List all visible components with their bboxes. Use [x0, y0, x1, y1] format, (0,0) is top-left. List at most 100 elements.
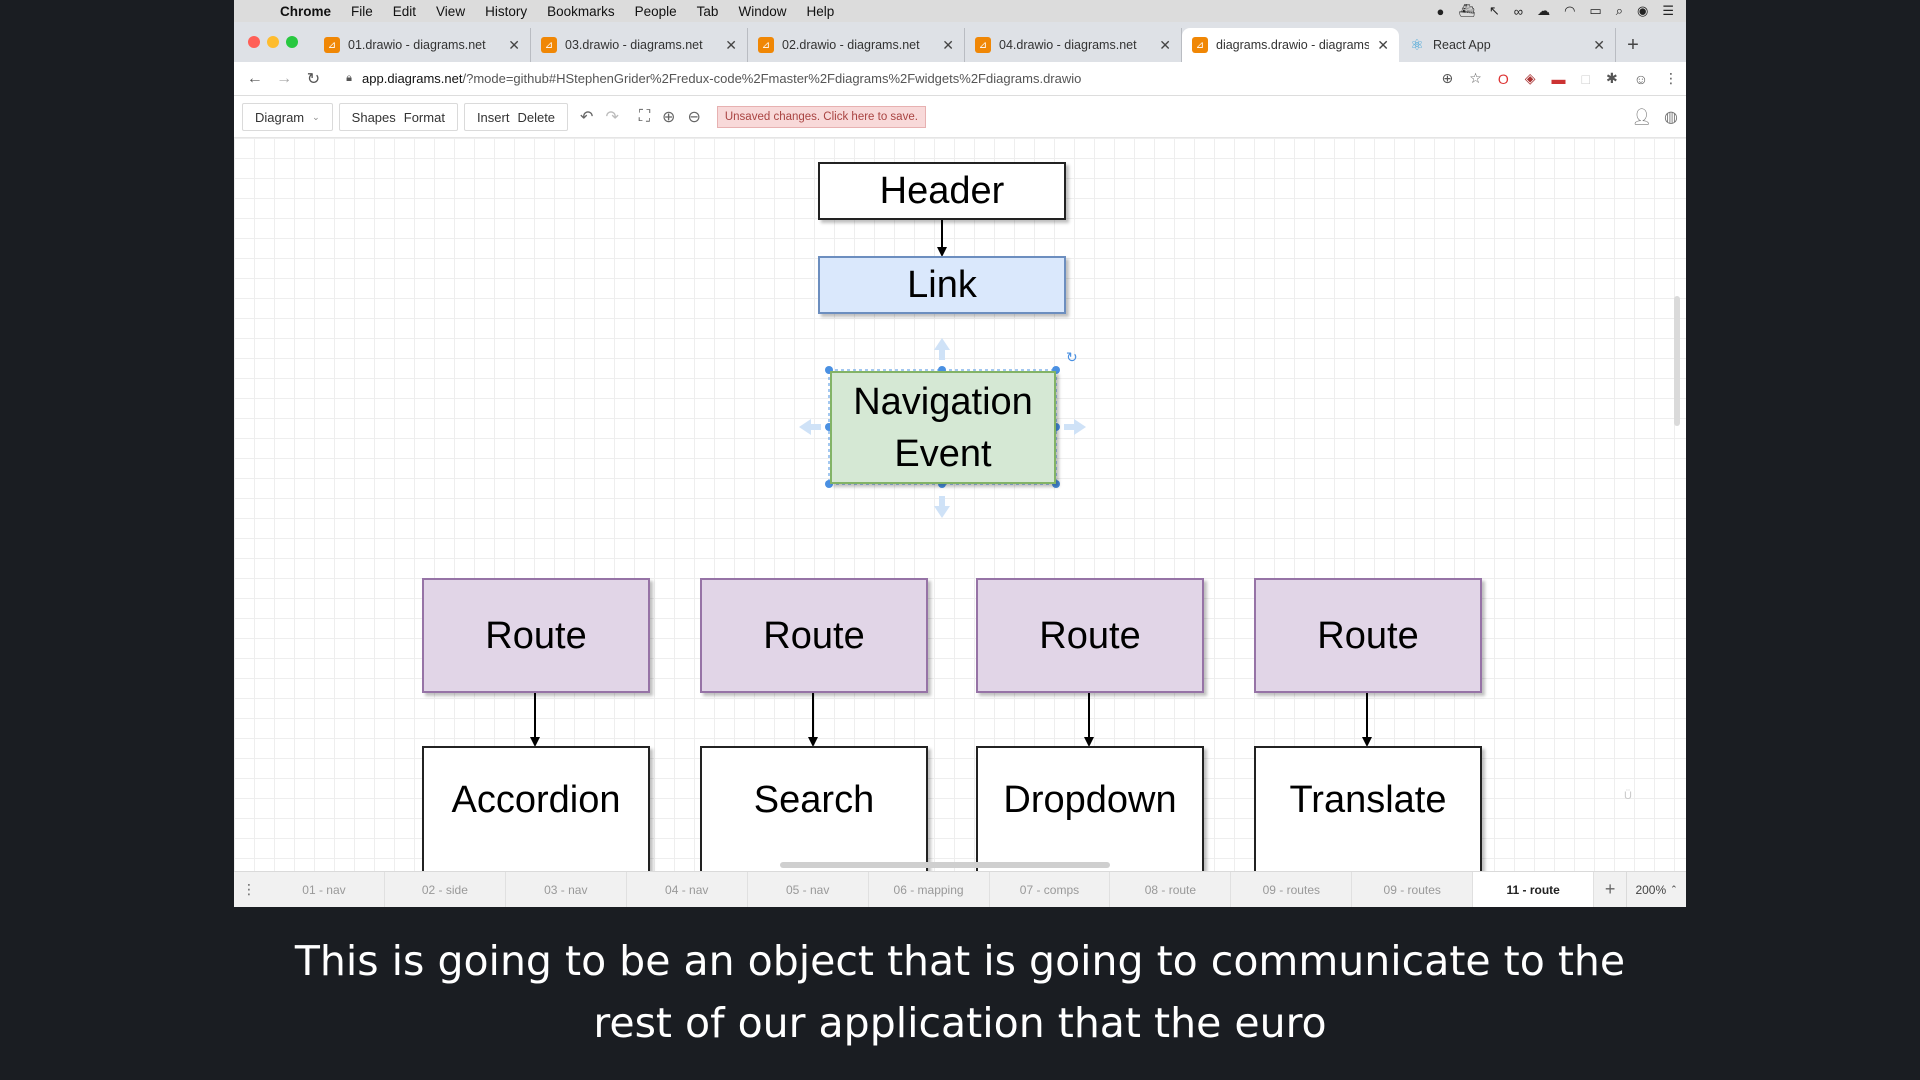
page-tab[interactable]: 01 - nav — [264, 872, 385, 907]
reload-icon[interactable]: ↻ — [306, 70, 321, 88]
control-center-icon[interactable]: ☰ — [1662, 3, 1674, 18]
search-icon[interactable]: ⌕ — [1615, 3, 1623, 18]
undo-icon[interactable]: ↶ — [580, 109, 594, 126]
page-tab[interactable]: 09 - routes — [1352, 872, 1474, 907]
unsaved-changes-banner[interactable]: Unsaved changes. Click here to save. — [716, 106, 926, 128]
add-page-button[interactable]: + — [1604, 879, 1616, 899]
forward-icon[interactable]: → — [276, 69, 293, 87]
redo-icon[interactable]: ↷ — [605, 109, 619, 126]
page-tab-active[interactable]: 11 - route — [1473, 872, 1595, 907]
docker-icon[interactable]: ⛴ — [1458, 3, 1475, 18]
new-tab-button[interactable]: + — [1627, 33, 1639, 56]
tab-title: 04.drawio - diagrams.net — [999, 38, 1137, 52]
close-tab-icon[interactable]: ✕ — [1159, 36, 1171, 53]
delete-button[interactable]: Delete — [517, 109, 556, 125]
page-tab[interactable]: 02 - side — [385, 872, 506, 907]
drawio-icon: ⊿ — [541, 37, 557, 53]
tab-title: 03.drawio - diagrams.net — [565, 38, 703, 52]
route-box[interactable]: Route — [976, 578, 1204, 693]
page-tab[interactable]: 08 - route — [1110, 872, 1232, 907]
menu-edit[interactable]: Edit — [392, 3, 417, 19]
page-tab[interactable]: 04 - nav — [627, 872, 748, 907]
lock-icon[interactable]: 🔒︎ — [346, 72, 353, 84]
accordion-box[interactable]: Accordion — [422, 746, 650, 871]
menu-people[interactable]: People — [634, 3, 677, 19]
close-window-icon[interactable] — [248, 36, 260, 48]
red-extension-icon[interactable]: ▬ — [1551, 70, 1566, 87]
route-box[interactable]: Route — [700, 578, 928, 693]
horizontal-scrollbar[interactable] — [780, 862, 1110, 868]
dropdown-label: Dropdown — [1003, 779, 1177, 821]
page-tab[interactable]: 03 - nav — [506, 872, 627, 907]
close-tab-icon[interactable]: ✕ — [725, 36, 737, 53]
menu-help[interactable]: Help — [806, 3, 835, 19]
page-tabs-bar: ⋮ 01 - nav 02 - side 03 - nav 04 - nav 0… — [234, 871, 1686, 907]
search-box[interactable]: Search — [700, 746, 928, 871]
dropdown-box[interactable]: Dropdown — [976, 746, 1204, 871]
install-icon[interactable]: ⊕ — [1441, 70, 1454, 86]
bookmark-star-icon[interactable]: ☆ — [1469, 70, 1482, 86]
diagram-menu-button[interactable]: Diagram ⌄ — [242, 103, 333, 131]
format-button[interactable]: Format — [403, 109, 445, 125]
header-box[interactable]: Header — [818, 162, 1066, 220]
cursor-icon[interactable]: ↖ — [1488, 3, 1500, 18]
user-icon[interactable]: 👤︎ — [1631, 109, 1653, 126]
menu-view[interactable]: View — [436, 3, 466, 19]
page-tab[interactable]: 05 - nav — [748, 872, 869, 907]
close-tab-icon[interactable]: ✕ — [942, 36, 954, 53]
route-box[interactable]: Route — [1254, 578, 1482, 693]
fit-page-icon[interactable]: ⛶ — [638, 108, 651, 125]
connection-arrows[interactable] — [799, 338, 1086, 518]
profile-avatar[interactable]: ☺ — [1633, 70, 1649, 87]
navigation-event-box[interactable]: Navigation Event — [830, 371, 1056, 484]
shapes-button[interactable]: Shapes — [351, 109, 396, 125]
record-icon[interactable]: ● — [1436, 3, 1445, 19]
page-tab[interactable]: 09 - routes — [1231, 872, 1353, 907]
browser-tab-03[interactable]: ⊿ 03.drawio - diagrams.net ✕ — [531, 28, 748, 62]
url-field[interactable]: 🔒︎ app.diagrams.net/?mode=github#HStephe… — [336, 65, 1423, 93]
vertical-scrollbar[interactable] — [1674, 296, 1680, 426]
close-tab-icon[interactable]: ✕ — [1593, 36, 1605, 53]
url-path: /?mode=github#HStephenGrider%2Fredux-cod… — [462, 71, 1082, 86]
minimize-window-icon[interactable] — [267, 36, 279, 48]
browser-tab-04[interactable]: ⊿ 04.drawio - diagrams.net ✕ — [965, 28, 1182, 62]
blank-extension-icon[interactable]: □ — [1581, 70, 1590, 87]
ublock-extension-icon[interactable]: ◈ — [1524, 70, 1536, 86]
menu-tab[interactable]: Tab — [696, 3, 719, 19]
menu-app-chrome[interactable]: Chrome — [280, 3, 332, 19]
kebab-menu-icon[interactable]: ⋮ — [1664, 70, 1679, 86]
route-label: Route — [485, 614, 587, 657]
link-box[interactable]: Link — [818, 256, 1066, 314]
page-tab[interactable]: 06 - mapping — [869, 872, 990, 907]
route-box[interactable]: Route — [422, 578, 650, 693]
menu-file[interactable]: File — [351, 3, 373, 19]
puzzle-extensions-icon[interactable]: ✱ — [1605, 70, 1618, 86]
browser-tab-react-app[interactable]: ⚛ React App ✕ — [1399, 28, 1616, 62]
opera-extension-icon[interactable]: O — [1497, 70, 1509, 87]
rotate-handle-icon[interactable]: ↻ — [1066, 350, 1078, 366]
glasses-icon[interactable]: ∞ — [1513, 3, 1524, 19]
zoom-window-icon[interactable] — [286, 36, 298, 48]
browser-tab-diagrams[interactable]: ⊿ diagrams.drawio - diagrams.net ✕ — [1182, 28, 1399, 62]
close-tab-icon[interactable]: ✕ — [1377, 36, 1389, 53]
cloud-icon[interactable]: ☁ — [1537, 3, 1551, 18]
browser-tab-01[interactable]: ⊿ 01.drawio - diagrams.net ✕ — [314, 28, 531, 62]
zoom-out-icon[interactable]: ⊖ — [687, 109, 701, 126]
wifi-icon[interactable]: ◠ — [1564, 3, 1576, 18]
pages-menu-icon[interactable]: ⋮ — [241, 881, 256, 897]
browser-tab-02[interactable]: ⊿ 02.drawio - diagrams.net ✕ — [748, 28, 965, 62]
zoom-in-icon[interactable]: ⊕ — [662, 109, 676, 126]
language-globe-icon[interactable]: ◍ — [1664, 109, 1678, 126]
insert-button[interactable]: Insert — [476, 109, 510, 125]
menu-window[interactable]: Window — [738, 3, 787, 19]
siri-icon[interactable]: ◉ — [1637, 3, 1649, 18]
diagram-canvas[interactable]: ↻ ✥ Header Link Navigation Event Route R… — [234, 138, 1686, 871]
close-tab-icon[interactable]: ✕ — [508, 36, 520, 53]
battery-icon[interactable]: ▭ — [1589, 3, 1602, 18]
back-icon[interactable]: ← — [246, 69, 263, 87]
menu-bookmarks[interactable]: Bookmarks — [547, 3, 615, 19]
page-tab[interactable]: 07 - comps — [990, 872, 1111, 907]
translate-box[interactable]: Translate — [1254, 746, 1482, 871]
zoom-level-dropdown[interactable]: 200% ⌃ — [1626, 872, 1686, 907]
menu-history[interactable]: History — [485, 3, 528, 19]
